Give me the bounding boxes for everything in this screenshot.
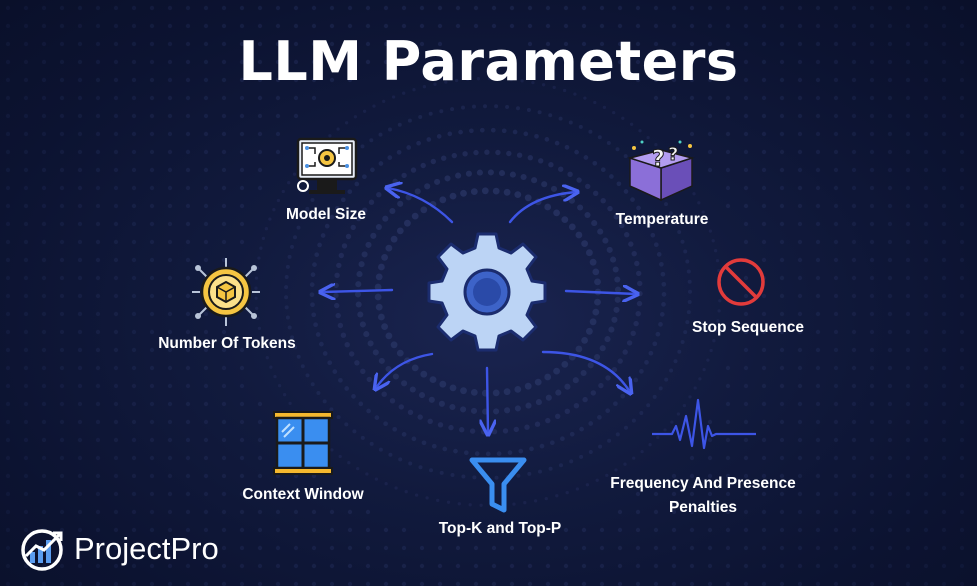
label-number-of-tokens: Number Of Tokens bbox=[158, 335, 296, 352]
prohibited-icon bbox=[717, 258, 765, 306]
arrow-to-stop-sequence bbox=[564, 291, 636, 294]
label-frequency-presence: Frequency And Presence bbox=[610, 475, 796, 492]
circuit-board-icon bbox=[296, 137, 358, 194]
arrow-to-number-of-tokens bbox=[322, 290, 394, 292]
projectpro-logo[interactable]: ProjectPro bbox=[20, 526, 240, 574]
arrow-to-context-window bbox=[376, 352, 434, 388]
svg-text:?: ? bbox=[652, 147, 665, 172]
gear-icon bbox=[427, 232, 547, 352]
pulse-wave-icon bbox=[652, 398, 756, 450]
window-icon bbox=[273, 411, 333, 475]
label-context-window: Context Window bbox=[242, 486, 364, 503]
page-title: LLM Parameters bbox=[238, 30, 739, 93]
mystery-box-icon: ? ? bbox=[627, 140, 695, 202]
label-penalties: Penalties bbox=[668, 499, 738, 516]
brand-name: ProjectPro bbox=[74, 531, 219, 566]
arrow-to-penalties bbox=[541, 350, 630, 392]
funnel-icon bbox=[469, 457, 527, 513]
label-stop-sequence: Stop Sequence bbox=[692, 319, 804, 336]
projectpro-logo-icon bbox=[21, 529, 63, 571]
svg-text:?: ? bbox=[668, 144, 678, 165]
label-model-size: Model Size bbox=[285, 206, 367, 223]
token-coin-icon bbox=[192, 258, 260, 326]
arrow-to-temperature bbox=[508, 192, 576, 224]
label-top-k-top-p: Top-K and Top-P bbox=[438, 520, 562, 537]
arrow-to-top-k-top-p bbox=[487, 366, 488, 433]
arrow-to-model-size bbox=[388, 188, 454, 224]
label-temperature: Temperature bbox=[615, 211, 709, 228]
